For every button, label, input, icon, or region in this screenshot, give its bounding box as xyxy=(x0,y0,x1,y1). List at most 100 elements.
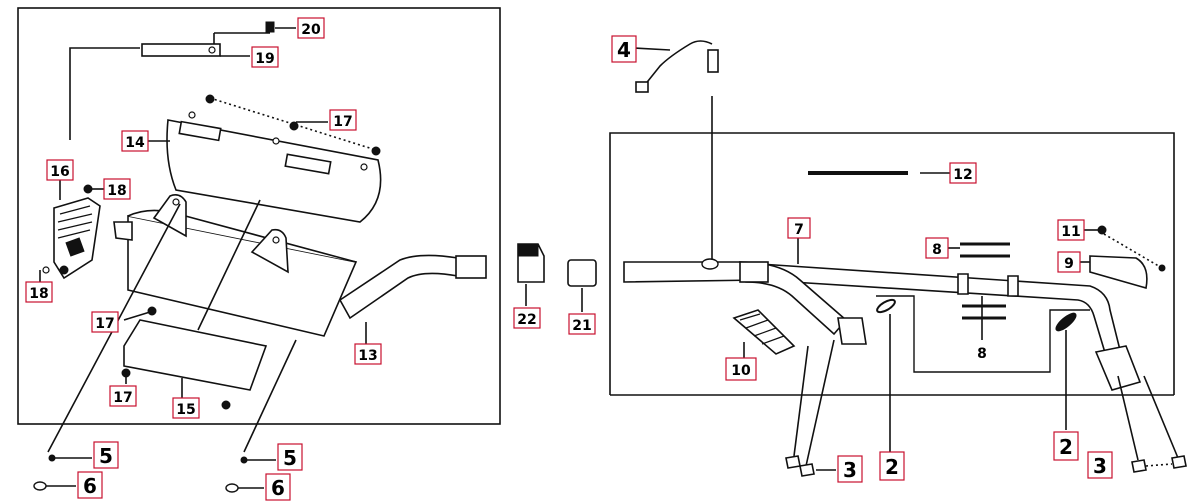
part-3-nut-left-b xyxy=(799,463,815,477)
callout-13: 13 xyxy=(354,343,382,365)
svg-text:22: 22 xyxy=(517,312,536,328)
leader-3-right-a xyxy=(1117,375,1139,461)
leader-3-left-a xyxy=(793,345,809,457)
callout-5-right: 5 xyxy=(277,443,303,471)
screw-17-a xyxy=(205,94,215,104)
leader-4 xyxy=(633,47,671,51)
washer-18-bottom xyxy=(42,266,50,274)
callout-3-left: 3 xyxy=(837,455,863,483)
part-13-pipe-end xyxy=(455,255,487,279)
svg-text:21: 21 xyxy=(572,318,591,334)
svg-text:14: 14 xyxy=(125,135,145,151)
callout-15: 15 xyxy=(172,397,200,419)
callout-2-right: 2 xyxy=(1053,431,1079,461)
part-13-bracket-a-hole xyxy=(172,198,180,206)
section-line-a xyxy=(197,199,261,331)
part-9-nut xyxy=(1158,264,1166,272)
part-19-hole xyxy=(208,46,216,54)
leader-17-lower xyxy=(123,311,151,321)
callout-20: 20 xyxy=(297,17,325,39)
screw-18-bottom xyxy=(59,265,69,275)
svg-text:17: 17 xyxy=(113,390,132,406)
washer-17-a xyxy=(188,111,196,119)
callout-17-mid: 17 xyxy=(91,311,119,333)
part-7-flange xyxy=(739,261,769,283)
screw-17-lower-a xyxy=(147,306,157,316)
screw-17-lower-c xyxy=(221,400,231,410)
part-16-outlet xyxy=(65,237,85,257)
part-7-bracket-b xyxy=(1007,275,1019,297)
part-13-inlet-pipe xyxy=(338,254,459,320)
svg-text:16: 16 xyxy=(50,164,69,180)
callout-6-right: 6 xyxy=(265,473,291,501)
svg-text:6: 6 xyxy=(83,474,97,498)
svg-text:5: 5 xyxy=(283,446,297,470)
part-6-nut-left xyxy=(33,481,47,491)
callout-8-top: 8 xyxy=(925,237,949,259)
svg-text:11: 11 xyxy=(1061,224,1080,240)
header-group-frame-notch xyxy=(876,295,1090,373)
screw-17-lower-b xyxy=(121,368,131,378)
part-13-bracket-left xyxy=(113,221,133,241)
svg-text:20: 20 xyxy=(301,22,321,38)
part-11-bolt xyxy=(1097,225,1107,235)
screw-17-c xyxy=(371,146,381,156)
leader-3-right-b xyxy=(1143,375,1179,459)
part-20-cap xyxy=(265,21,275,33)
svg-text:10: 10 xyxy=(731,363,751,379)
section-line-c xyxy=(243,339,297,453)
svg-text:12: 12 xyxy=(953,167,972,183)
header-group-frame xyxy=(609,132,1175,395)
part-7-port xyxy=(701,258,719,270)
callout-21: 21 xyxy=(568,313,596,335)
part-5-washer-left xyxy=(48,454,56,462)
svg-text:18: 18 xyxy=(107,183,126,199)
svg-text:3: 3 xyxy=(1093,454,1107,478)
part-2-gasket-front xyxy=(876,298,896,314)
callout-4: 4 xyxy=(611,35,637,63)
part-9-heat-guard xyxy=(1089,255,1148,290)
callout-16: 16 xyxy=(46,159,74,181)
part-16-end-cap-fins xyxy=(57,205,93,239)
part-7-header-pipe-main xyxy=(623,261,1121,358)
part-7-flange-front xyxy=(837,317,867,345)
part-14-slot-a xyxy=(178,120,222,142)
svg-text:13: 13 xyxy=(358,348,377,364)
svg-text:2: 2 xyxy=(885,455,899,479)
leader-3-right xyxy=(1145,463,1173,467)
svg-text:17: 17 xyxy=(95,316,114,332)
callout-8-bottom: 8 xyxy=(977,346,987,362)
svg-text:3: 3 xyxy=(843,458,857,482)
callout-18-top: 18 xyxy=(103,178,131,200)
svg-text:6: 6 xyxy=(271,476,285,500)
svg-text:19: 19 xyxy=(255,51,274,67)
svg-text:7: 7 xyxy=(794,222,804,238)
part-16-end-cap xyxy=(53,197,101,280)
callout-12: 12 xyxy=(949,162,977,184)
part-7-bracket-a xyxy=(957,273,969,295)
svg-text:5: 5 xyxy=(99,444,113,468)
leader-19-to-16 xyxy=(69,47,140,140)
callout-17-bottom: 17 xyxy=(109,385,137,407)
part-3-nut-left-a xyxy=(785,455,801,469)
callout-14: 14 xyxy=(121,130,149,152)
part-7-flange-rear xyxy=(1094,345,1142,391)
part-14-slot-b xyxy=(284,153,332,175)
callout-2-left: 2 xyxy=(879,451,905,481)
callout-3-right: 3 xyxy=(1087,451,1113,479)
part-5-washer-right xyxy=(240,456,248,464)
part-3-nut-right-a xyxy=(1131,459,1147,473)
part-6-nut-right xyxy=(225,483,239,493)
washer-17-c xyxy=(360,163,368,171)
callout-7: 7 xyxy=(787,217,811,239)
callout-10: 10 xyxy=(725,357,757,381)
leader-3-left-b xyxy=(805,339,835,467)
leader-11-to-9 xyxy=(1103,233,1163,269)
callout-6-left: 6 xyxy=(77,471,103,499)
svg-text:8: 8 xyxy=(932,242,942,258)
svg-text:4: 4 xyxy=(617,38,631,62)
part-4-o2-sensor-wire xyxy=(643,40,713,87)
screw-18-top xyxy=(83,184,93,194)
part-14-upper-heat-shield xyxy=(166,119,382,223)
